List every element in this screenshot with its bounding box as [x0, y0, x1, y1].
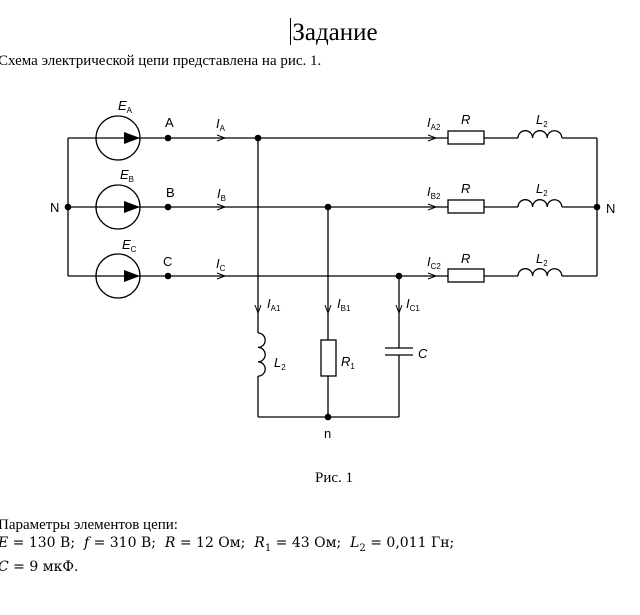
- node-c: [164, 272, 172, 280]
- label-l2-b: L2: [536, 181, 548, 198]
- source-arrow-b: [124, 201, 140, 213]
- label-r-a: R: [461, 112, 470, 127]
- parameter-item: R = 12 Ом;: [164, 535, 255, 551]
- label-ib1: IB1: [337, 296, 351, 313]
- current-arrow-ib1: [324, 304, 332, 315]
- label-n-source: N: [50, 200, 59, 215]
- parameters-block: Параметры элементов цепи: E = 130 В; f =…: [0, 516, 454, 576]
- label-n-load1: n: [324, 426, 331, 441]
- parameters-heading: Параметры элементов цепи:: [0, 517, 178, 533]
- node-a: [164, 134, 172, 142]
- node-n-load1: [324, 413, 332, 421]
- resistor-r-a: [447, 130, 485, 145]
- parameters-line-2: C = 9 мкФ.: [0, 558, 454, 576]
- resistor-r-c: [447, 268, 485, 283]
- resistor-r1: [320, 339, 337, 377]
- label-ia: IA: [216, 116, 226, 133]
- document-title: Задание: [0, 18, 640, 47]
- inductor-l2-a: [517, 130, 563, 139]
- label-node-a: A: [165, 115, 174, 130]
- label-ib2: IB2: [427, 184, 441, 201]
- current-arrow-ic2: [427, 272, 438, 280]
- junction-c: [395, 272, 403, 280]
- label-ec: EC: [122, 237, 137, 254]
- current-arrow-ia: [216, 134, 227, 142]
- parameter-item: f = 310 В;: [83, 535, 165, 551]
- parameter-item: R1 = 43 Ом;: [254, 535, 351, 554]
- parameter-item: C = 9 мкФ.: [0, 558, 79, 575]
- resistor-r-b: [447, 199, 485, 214]
- label-r1: R1: [341, 354, 355, 371]
- node-n-load2: [593, 203, 601, 211]
- label-ia2: IA2: [427, 115, 441, 132]
- node-n-source: [64, 203, 72, 211]
- inductor-l2-c: [517, 268, 563, 277]
- current-arrow-ia2: [427, 134, 438, 142]
- label-ic: IC: [216, 256, 226, 273]
- current-arrow-ib: [216, 203, 227, 211]
- label-ib: IB: [217, 186, 226, 203]
- text-cursor: [290, 18, 292, 45]
- source-arrow-a: [124, 132, 140, 144]
- label-eb: EB: [120, 167, 134, 184]
- inductor-l2-load1: [257, 332, 266, 377]
- parameter-item: L2 = 0,011 Гн;: [350, 535, 455, 554]
- label-r-c: R: [461, 251, 470, 266]
- label-l2-load1: L2: [274, 355, 286, 372]
- junction-b: [324, 203, 332, 211]
- label-ea: EA: [118, 98, 133, 115]
- label-ic2: IC2: [427, 254, 441, 271]
- intro-text: Схема электрической цепи представлена на…: [0, 53, 322, 69]
- label-l2-a: L2: [536, 112, 548, 129]
- source-arrow-c: [124, 270, 140, 282]
- junction-a: [254, 134, 262, 142]
- label-n-load2: N: [606, 201, 615, 216]
- parameter-item: E = 130 В;: [0, 535, 84, 551]
- figure-caption: Рис. 1: [314, 470, 354, 486]
- label-r-b: R: [461, 181, 470, 196]
- node-b: [164, 203, 172, 211]
- title-text: Задание: [292, 19, 378, 46]
- label-node-c: C: [163, 254, 172, 269]
- current-arrow-ic1: [395, 304, 403, 315]
- label-c: C: [418, 346, 428, 361]
- inductor-l2-b: [517, 199, 563, 208]
- label-l2-c: L2: [536, 251, 548, 268]
- label-ia1: IA1: [267, 296, 281, 313]
- current-arrow-ib2: [427, 203, 438, 211]
- label-ic1: IC1: [406, 296, 420, 313]
- label-node-b: B: [166, 185, 175, 200]
- current-arrow-ia1: [254, 304, 262, 315]
- parameters-line-1: E = 130 В; f = 310 В; R = 12 Ом; R1 = 43…: [0, 534, 454, 558]
- current-arrow-ic: [216, 272, 227, 280]
